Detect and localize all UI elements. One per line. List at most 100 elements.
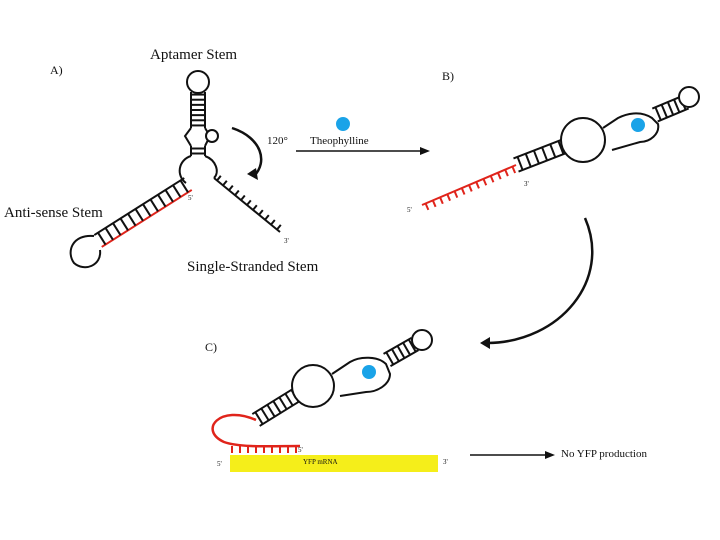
panel-b-to-c-arrow <box>487 217 594 345</box>
panel-b-structure <box>421 86 700 211</box>
anti-sense-stem-base-pair <box>97 232 107 246</box>
single-stranded-stem-base <box>264 214 270 221</box>
theophylline-molecule <box>336 117 350 131</box>
panel-b-stem-base-pair <box>557 140 565 155</box>
panel-c-aptamer-bulge <box>331 356 392 397</box>
antisense-single-strand-base <box>475 181 480 189</box>
anti-sense-stem-base-pair <box>142 203 152 217</box>
single-stranded-stem-base <box>216 175 222 182</box>
panel-a-label: A) <box>50 63 63 77</box>
anti-sense-stem-base-pair <box>134 208 144 222</box>
anti-sense-stem-base-pair <box>172 184 182 198</box>
panel-b-stem <box>513 138 568 173</box>
single-stranded-stem <box>213 175 282 233</box>
panel-c-theophylline <box>362 365 376 379</box>
antisense-single-strand-base <box>446 193 451 202</box>
panel-c-upper-stem-base-pair <box>396 345 406 359</box>
rotation-angle-label: 120° <box>267 135 288 147</box>
anti-sense-hairpin-loop <box>69 234 102 269</box>
outcome-arrow-head <box>545 451 555 459</box>
anti-sense-stem-base-pair <box>157 194 167 208</box>
anti-sense-stem <box>93 177 193 248</box>
single-stranded-stem-base <box>240 194 246 201</box>
panel-c-structure <box>211 329 438 472</box>
panel-c-five-prime: 5' <box>298 446 303 454</box>
antisense-single-strand-base <box>468 184 473 192</box>
yfp-mrna-bar <box>230 455 438 472</box>
panel-c-stem-base-pair <box>272 400 282 414</box>
panel-c-upper-stem-base-pair <box>391 348 400 362</box>
aptamer-hairpin-loop <box>186 70 210 94</box>
panel-c-hairpin-loop <box>411 329 433 351</box>
single-stranded-stem-base <box>258 209 264 216</box>
anti-sense-stem-label: Anti-sense Stem <box>4 205 103 221</box>
aptamer-stem-label: Aptamer Stem <box>150 47 238 63</box>
antisense-single-strand-base <box>511 166 517 174</box>
antisense-single-strand-base <box>460 187 466 195</box>
antisense-strand-bound <box>211 413 301 448</box>
antisense-single-strand-base <box>489 175 495 183</box>
panel-b-stem-base-pair <box>532 150 540 164</box>
panel-c-upper-stem-base-pair <box>385 351 395 365</box>
single-stranded-stem-base <box>234 189 240 196</box>
panel-c-label: C) <box>205 340 217 354</box>
aptamer-lower-stem <box>190 146 206 156</box>
panel-b-stem-rail-b <box>513 138 563 160</box>
single-stranded-stem-label: Single-Stranded Stem <box>187 259 319 275</box>
panel-c-upper-stem-base-pair <box>407 339 417 353</box>
antisense-single-strand-base <box>482 178 488 186</box>
rotation-arrow <box>231 126 263 177</box>
panel-a-structure <box>69 70 282 269</box>
panel-c-stem-base-pair <box>266 404 276 418</box>
antisense-single-strand-base <box>453 190 459 198</box>
panel-c-stem-base-pair <box>278 396 288 410</box>
panel-a-five-prime: 5' <box>188 194 193 202</box>
panel-b-internal-loop <box>560 117 606 163</box>
panel-b-upper-stem-base-pair <box>673 99 681 113</box>
panel-c-upper-stem <box>383 337 419 367</box>
panel-c-internal-loop <box>291 364 335 408</box>
panel-b-stem-rail-a <box>518 151 568 173</box>
anti-sense-stem-base-pair <box>164 189 174 203</box>
panel-a-three-prime: 3' <box>284 237 289 245</box>
panel-c-stem-base-pair <box>284 393 294 407</box>
single-stranded-stem-base <box>276 224 282 231</box>
anti-sense-stem-base-pair <box>119 217 129 231</box>
panel-b-stem-base-pair <box>516 156 524 171</box>
anti-sense-stem-rail-a <box>93 177 185 236</box>
no-yfp-production-label: No YFP production <box>561 448 647 460</box>
panel-c-stem-base-pair <box>254 411 264 425</box>
theophylline-label: Theophylline <box>310 135 369 147</box>
panel-b-stem-base-pair <box>524 153 532 168</box>
anti-sense-stem-base-pair <box>127 213 137 227</box>
panel-b-hairpin-loop <box>678 86 700 108</box>
panel-b-label: B) <box>442 69 454 83</box>
rotation-arrowhead <box>247 168 258 180</box>
panel-b-stem-base-pair <box>541 147 549 161</box>
panel-c-upper-stem-base-pair <box>402 342 411 356</box>
mrna-three-prime: 3' <box>443 458 448 466</box>
bound-theophylline <box>631 118 645 132</box>
aptamer-stem <box>190 92 206 128</box>
transition-arrows <box>296 117 594 459</box>
anti-sense-stem-rail-b <box>101 189 193 248</box>
single-stranded-stem-base <box>270 219 276 226</box>
panel-b-to-c-arrowhead <box>480 337 490 349</box>
binding-arrow-head <box>420 147 430 155</box>
single-stranded-stem-base <box>228 184 234 191</box>
anti-sense-stem-base-pair <box>149 198 159 212</box>
three-way-junction <box>178 155 218 184</box>
panel-b-upper-stem-base-pair <box>666 101 675 116</box>
panel-b-three-prime: 3' <box>524 180 529 188</box>
panel-b-five-prime: 5' <box>407 206 412 214</box>
anti-sense-stem-base-pair <box>112 222 122 236</box>
mrna-label: YFP mRNA <box>303 458 338 466</box>
single-stranded-stem-base <box>222 180 228 186</box>
antisense-single-strand-base <box>424 203 430 211</box>
antisense-single-strand-base <box>504 169 509 177</box>
antisense-single-strand <box>421 164 517 211</box>
single-stranded-stem-base <box>246 199 252 206</box>
panel-b-aptamer-bulge <box>602 112 660 151</box>
antisense-single-strand-base <box>439 196 444 205</box>
